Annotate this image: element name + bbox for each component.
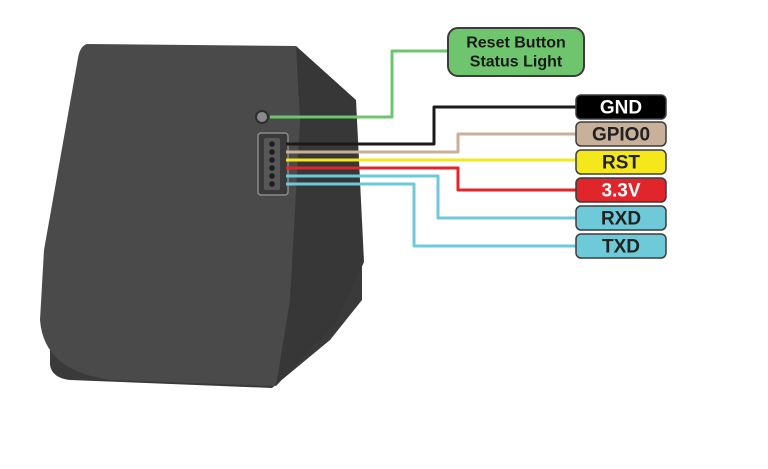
wire-33v: [286, 166, 576, 192]
device: [40, 44, 364, 388]
pin-label-text: TXD: [602, 237, 640, 258]
wire-gpio0: [286, 132, 576, 154]
wires: [270, 49, 576, 248]
reset-label-line1: Reset Button: [466, 35, 566, 52]
pin-header-icon: [257, 132, 289, 196]
pin-label-text: GND: [600, 98, 642, 119]
pin-label-gnd: GND: [575, 94, 667, 120]
device-body: [40, 44, 364, 386]
reset-label-line2: Status Light: [470, 54, 563, 71]
pin-label-gpio0: GPIO0: [575, 121, 667, 147]
device-side: [276, 46, 364, 386]
header-pin: [269, 165, 275, 171]
pin-label-text: 3.3V: [601, 181, 640, 202]
wire-gnd: [286, 105, 576, 146]
header-pin: [269, 173, 275, 179]
reset-button-status-light-label: Reset Button Status Light: [447, 27, 585, 77]
wire-txd: [286, 182, 576, 248]
pin-label-rxd: RXD: [575, 205, 667, 231]
header-pin: [269, 157, 275, 163]
pin-label-text: GPIO0: [592, 125, 650, 146]
wire-rxd: [286, 174, 576, 220]
pin-label-text: RST: [602, 153, 640, 174]
header-pin: [269, 181, 275, 187]
pin-label-rst: RST: [575, 149, 667, 175]
status-led-icon: [255, 110, 269, 124]
pin-label-text: RXD: [601, 209, 641, 230]
header-pin: [269, 141, 275, 147]
header-pin: [269, 149, 275, 155]
pin-label-txd: TXD: [575, 233, 667, 259]
wire-reset: [270, 49, 448, 119]
pin-label-33v: 3.3V: [575, 177, 667, 203]
